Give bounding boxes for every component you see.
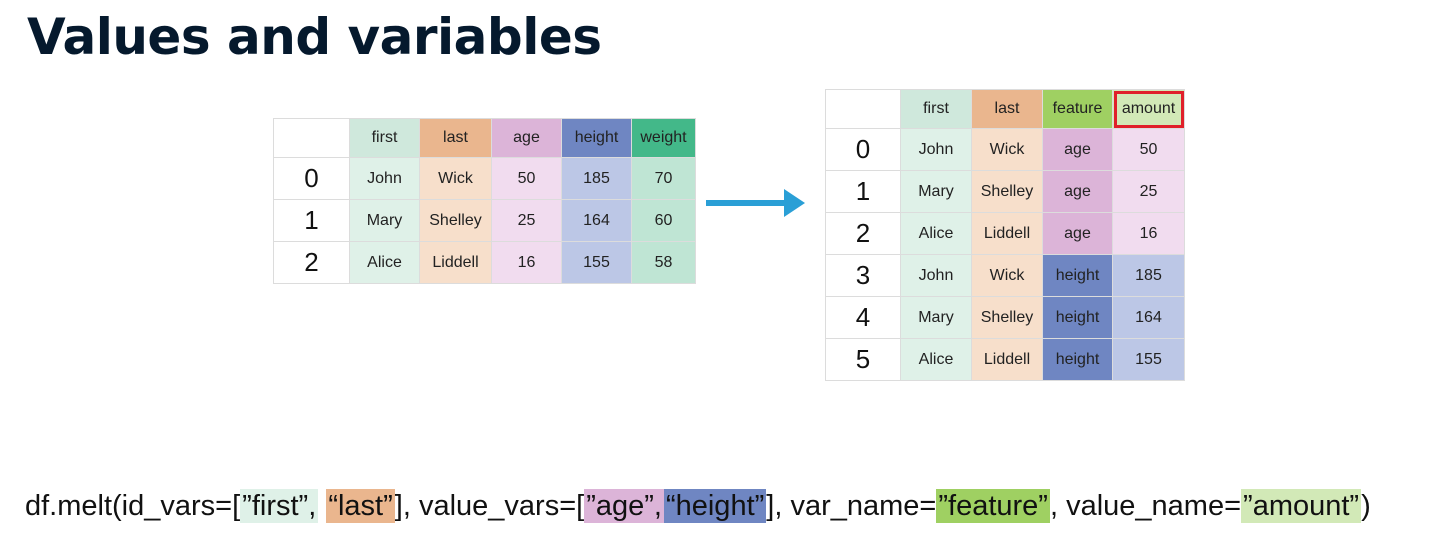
- cell-amount: 185: [1112, 254, 1185, 297]
- code-text: ], value_vars=[: [394, 490, 585, 522]
- cell-age: 25: [491, 199, 562, 242]
- slide-title: Values and variables: [27, 8, 602, 66]
- cell-last: Liddell: [971, 338, 1043, 381]
- code-age-highlight: ”age”,: [584, 489, 664, 523]
- cell-first: John: [349, 157, 420, 200]
- table-row: 2 Alice Liddell age 16: [825, 212, 1185, 255]
- column-header-first: first: [349, 118, 420, 158]
- index-header-cell: [273, 118, 350, 158]
- code-amount-highlight: ”amount”: [1241, 489, 1362, 523]
- column-header-weight: weight: [631, 118, 696, 158]
- cell-height: 185: [561, 157, 632, 200]
- cell-first: Mary: [900, 296, 972, 339]
- row-index: 5: [825, 338, 901, 381]
- code-text: ): [1361, 490, 1371, 522]
- table-row: 1 Mary Shelley age 25: [825, 170, 1185, 213]
- cell-first: Mary: [349, 199, 420, 242]
- cell-last: Wick: [419, 157, 492, 200]
- column-header-last: last: [971, 89, 1043, 129]
- cell-age: 50: [491, 157, 562, 200]
- column-header-height: height: [561, 118, 632, 158]
- table-row: 0 John Wick age 50: [825, 128, 1185, 171]
- column-header-first: first: [900, 89, 972, 129]
- cell-last: Wick: [971, 254, 1043, 297]
- code-feature-highlight: ”feature”: [936, 489, 1050, 523]
- row-index: 2: [825, 212, 901, 255]
- cell-feature: age: [1042, 170, 1113, 213]
- cell-last: Shelley: [971, 296, 1043, 339]
- cell-weight: 70: [631, 157, 696, 200]
- row-index: 1: [273, 199, 350, 242]
- arrow-head: [784, 189, 805, 217]
- cell-amount: 155: [1112, 338, 1185, 381]
- melt-code-line: df.melt(id_vars=[”first”, “last”], value…: [25, 489, 1371, 523]
- table-row: 5 Alice Liddell height 155: [825, 338, 1185, 381]
- column-header-amount: amount: [1112, 89, 1185, 129]
- cell-first: Mary: [900, 170, 972, 213]
- row-index: 2: [273, 241, 350, 284]
- table-row: 4 Mary Shelley height 164: [825, 296, 1185, 339]
- cell-height: 155: [561, 241, 632, 284]
- table-header-row: first last age height weight: [273, 118, 696, 158]
- cell-last: Liddell: [971, 212, 1043, 255]
- column-header-feature: feature: [1042, 89, 1113, 129]
- index-header-cell: [825, 89, 901, 129]
- cell-first: Alice: [900, 212, 972, 255]
- column-header-last: last: [419, 118, 492, 158]
- row-index: 0: [825, 128, 901, 171]
- cell-amount: 50: [1112, 128, 1185, 171]
- cell-amount: 25: [1112, 170, 1185, 213]
- code-text: df.melt(id_vars=[: [25, 490, 241, 522]
- cell-last: Liddell: [419, 241, 492, 284]
- cell-feature: age: [1042, 128, 1113, 171]
- cell-amount: 164: [1112, 296, 1185, 339]
- row-index: 3: [825, 254, 901, 297]
- cell-first: John: [900, 254, 972, 297]
- table-row: 0 John Wick 50 185 70: [273, 157, 696, 200]
- row-index: 1: [825, 170, 901, 213]
- code-last-highlight: “last”: [326, 489, 395, 523]
- transform-arrow-icon: [706, 189, 805, 217]
- cell-height: 164: [561, 199, 632, 242]
- code-text: ], var_name=: [766, 490, 937, 522]
- row-index: 4: [825, 296, 901, 339]
- code-first-highlight: ”first”,: [240, 489, 319, 523]
- table-row: 2 Alice Liddell 16 155 58: [273, 241, 696, 284]
- wide-dataframe-table: first last age height weight 0 John Wick…: [273, 118, 696, 284]
- column-header-age: age: [491, 118, 562, 158]
- cell-age: 16: [491, 241, 562, 284]
- melted-dataframe-table: first last feature amount 0 John Wick ag…: [825, 89, 1185, 381]
- code-text: , value_name=: [1049, 490, 1242, 522]
- table-header-row: first last feature amount: [825, 89, 1185, 129]
- row-index: 0: [273, 157, 350, 200]
- cell-first: John: [900, 128, 972, 171]
- cell-last: Shelley: [419, 199, 492, 242]
- table-row: 3 John Wick height 185: [825, 254, 1185, 297]
- cell-weight: 58: [631, 241, 696, 284]
- code-height-highlight: “height”: [663, 489, 767, 523]
- cell-first: Alice: [900, 338, 972, 381]
- cell-feature: height: [1042, 338, 1113, 381]
- cell-feature: age: [1042, 212, 1113, 255]
- cell-last: Wick: [971, 128, 1043, 171]
- cell-last: Shelley: [971, 170, 1043, 213]
- cell-feature: height: [1042, 296, 1113, 339]
- table-row: 1 Mary Shelley 25 164 60: [273, 199, 696, 242]
- cell-weight: 60: [631, 199, 696, 242]
- cell-amount: 16: [1112, 212, 1185, 255]
- cell-first: Alice: [349, 241, 420, 284]
- cell-feature: height: [1042, 254, 1113, 297]
